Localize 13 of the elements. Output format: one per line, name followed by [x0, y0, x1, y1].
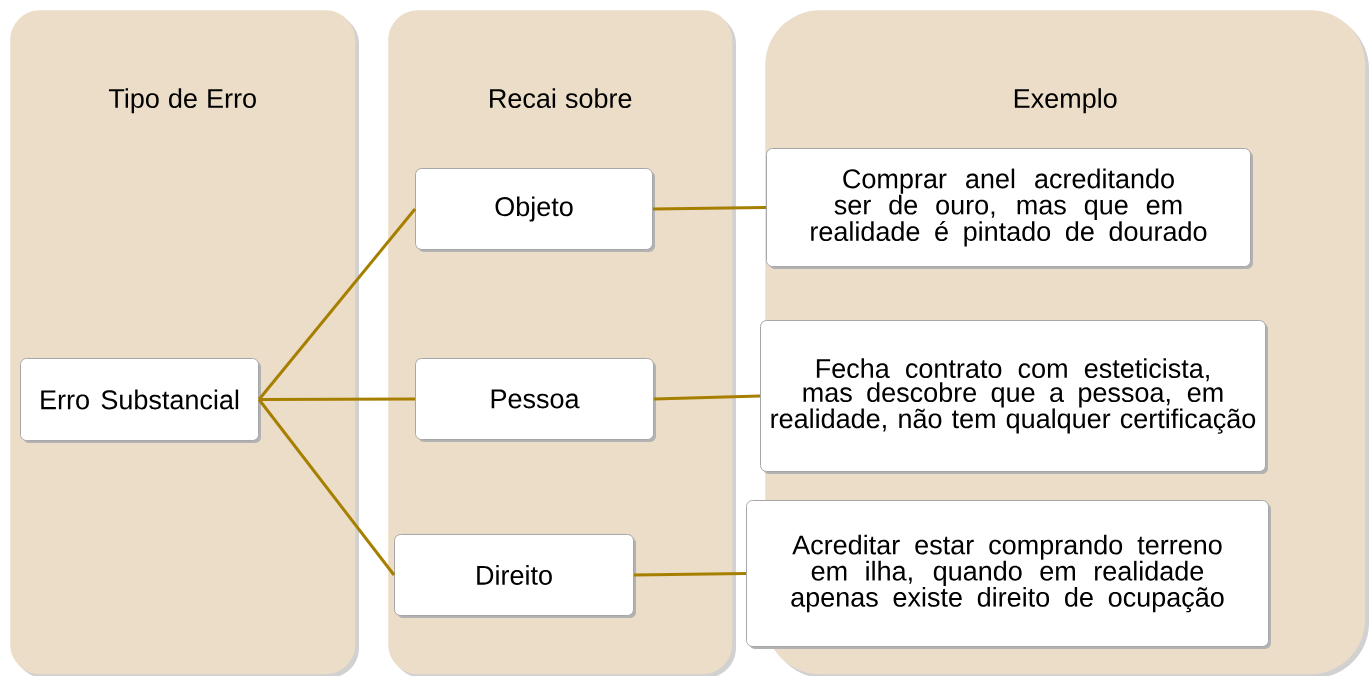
text-box: Pessoa	[415, 358, 656, 442]
text-box: Objeto	[415, 168, 655, 252]
connector-line	[257, 398, 396, 576]
text-box: Erro Substancial	[20, 358, 261, 443]
text-box: Acreditar estar comprando terreno em ilha, quando em realidade apenas existe direito de ocupação	[746, 500, 1271, 649]
connector-line	[653, 394, 761, 401]
text-box: Direito	[394, 534, 636, 618]
connector-line	[259, 397, 415, 401]
connector-line	[634, 572, 747, 577]
connector-line	[257, 208, 417, 401]
connector-line	[653, 206, 767, 211]
text-box: Comprar anel acreditando ser de ouro, mas que em realidade é pintado de dourado	[766, 148, 1253, 269]
text-box: Fecha contrato com esteticista, mas descobre que a pessoa, em realidade, não tem qualquer certificação	[760, 320, 1268, 474]
